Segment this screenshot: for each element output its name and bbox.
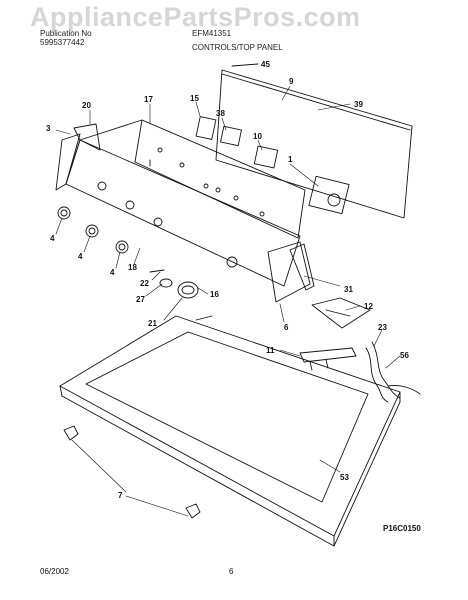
- control-board: [299, 297, 371, 371]
- callout-22: 22: [140, 279, 149, 288]
- callout-23: 23: [378, 323, 387, 332]
- callout-4c: 4: [110, 268, 115, 277]
- callout-45: 45: [261, 60, 270, 69]
- footer-date: 06/2002: [40, 567, 69, 576]
- diagram-code: P16C0150: [383, 524, 421, 533]
- switches: [195, 116, 279, 169]
- callout-17: 17: [144, 95, 153, 104]
- callout-53: 53: [340, 473, 349, 482]
- leader-lines: [55, 63, 401, 517]
- knobs: [57, 206, 129, 254]
- model-number: EFM41351: [192, 29, 232, 38]
- callout-16: 16: [210, 290, 219, 299]
- wire-harness: [365, 341, 421, 403]
- callout-18: 18: [128, 263, 137, 272]
- callout-3: 3: [46, 124, 51, 133]
- callout-6: 6: [284, 323, 289, 332]
- publication-number: 5995377442: [40, 38, 85, 47]
- callout-38: 38: [216, 109, 225, 118]
- callout-20: 20: [82, 101, 91, 110]
- watermark: AppliancePartsPros.com: [30, 2, 361, 32]
- callout-31: 31: [344, 285, 353, 294]
- callout-1: 1: [288, 155, 293, 164]
- callout-4a: 4: [50, 234, 55, 243]
- timer: [308, 175, 350, 215]
- page-number: 6: [229, 567, 234, 576]
- top-panel: [59, 315, 401, 547]
- callout-15: 15: [190, 94, 199, 103]
- callout-10: 10: [253, 132, 262, 141]
- callout-56: 56: [400, 351, 409, 360]
- callout-7: 7: [118, 491, 123, 500]
- callout-39: 39: [354, 100, 363, 109]
- callout-12: 12: [364, 302, 373, 311]
- publication-label: Publication No: [40, 29, 92, 38]
- control-console: [55, 119, 315, 303]
- callout-21: 21: [148, 319, 157, 328]
- callout-11: 11: [266, 346, 275, 355]
- callout-4b: 4: [78, 252, 83, 261]
- start-button-parts: [149, 269, 199, 299]
- callout-9: 9: [289, 77, 294, 86]
- hinges: [63, 425, 201, 519]
- back-panel: [215, 63, 413, 219]
- callout-27: 27: [136, 295, 145, 304]
- section-title: CONTROLS/TOP PANEL: [192, 43, 283, 52]
